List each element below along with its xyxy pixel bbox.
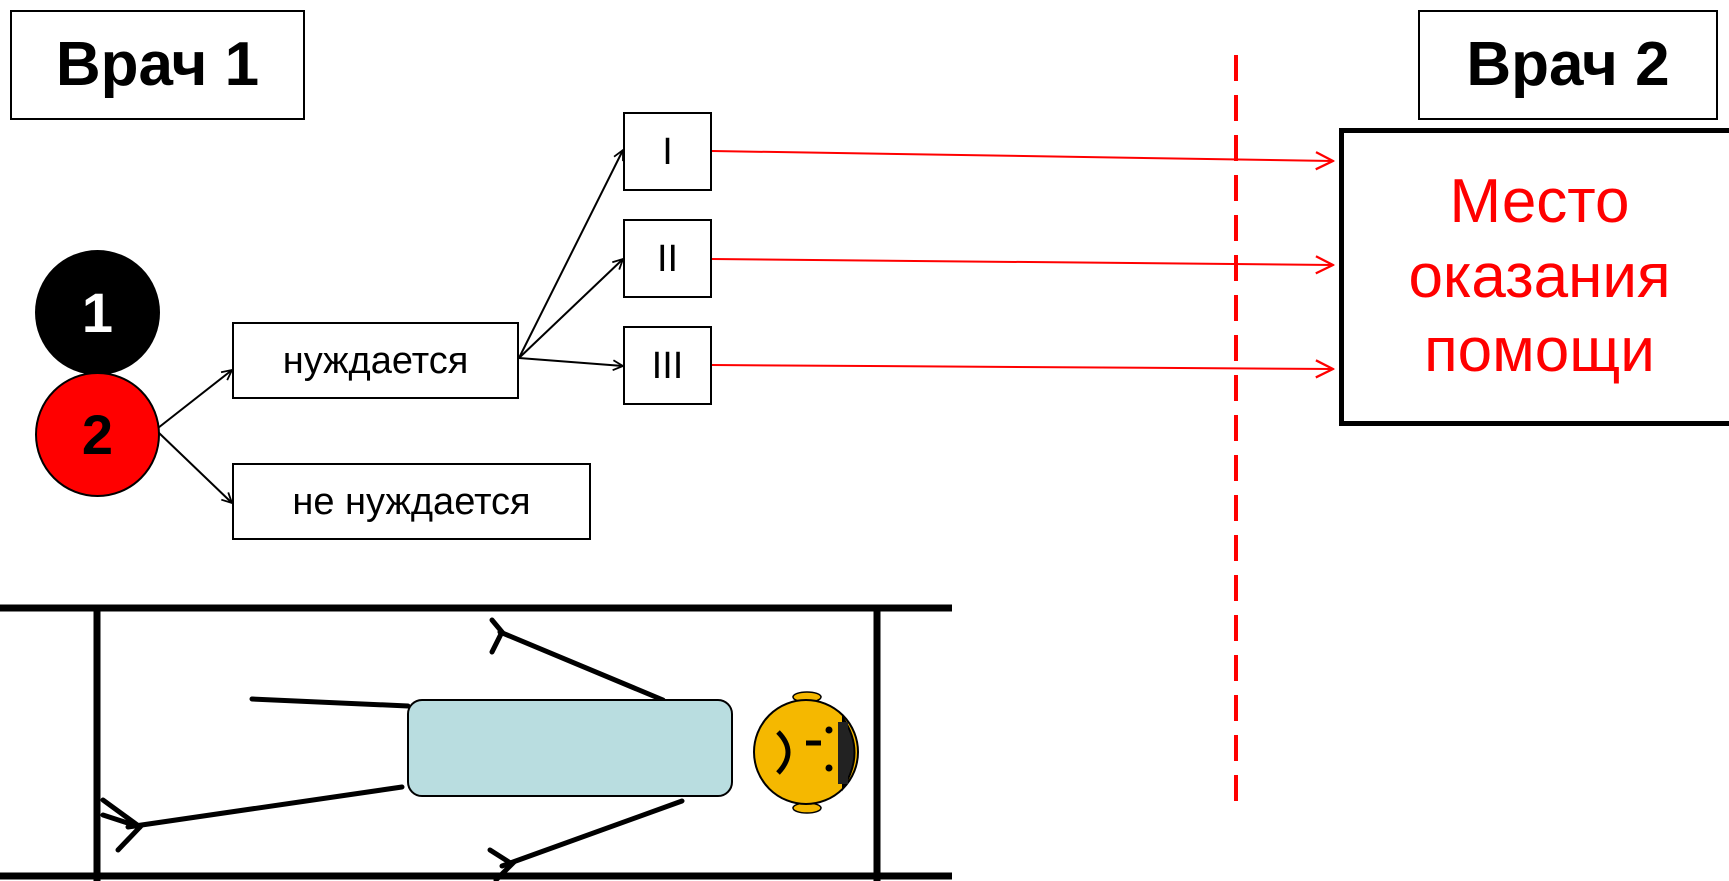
patient-head	[753, 691, 859, 814]
needs-box: нуждается	[232, 322, 519, 399]
corridor-frame	[0, 604, 952, 881]
not-needs-box: не нуждается	[232, 463, 591, 540]
destination-label: Место оказания помощи	[1408, 167, 1671, 386]
red-arrow-cat1	[711, 150, 1333, 161]
category-box-1: I	[623, 112, 712, 191]
arrow-to-cat1	[518, 150, 623, 359]
patient-body	[407, 699, 733, 797]
arrow-to-cat3	[518, 357, 623, 366]
red-arrow-cat3	[711, 365, 1333, 369]
category-box-3: III	[623, 326, 712, 405]
black-priority-circle: 1	[35, 250, 160, 375]
doctor-2-label: Врач 2	[1418, 10, 1718, 120]
red-priority-circle: 2	[35, 372, 160, 497]
patient-limbs	[100, 617, 685, 881]
red-arrow-cat2	[711, 259, 1333, 265]
destination-box: Место оказания помощи	[1339, 128, 1729, 426]
arrow-to-not-needs	[157, 431, 232, 503]
arrow-to-needs	[157, 370, 232, 429]
doctor-1-label: Врач 1	[10, 10, 305, 120]
category-box-2: II	[623, 219, 712, 298]
arrow-to-cat2	[518, 259, 623, 359]
